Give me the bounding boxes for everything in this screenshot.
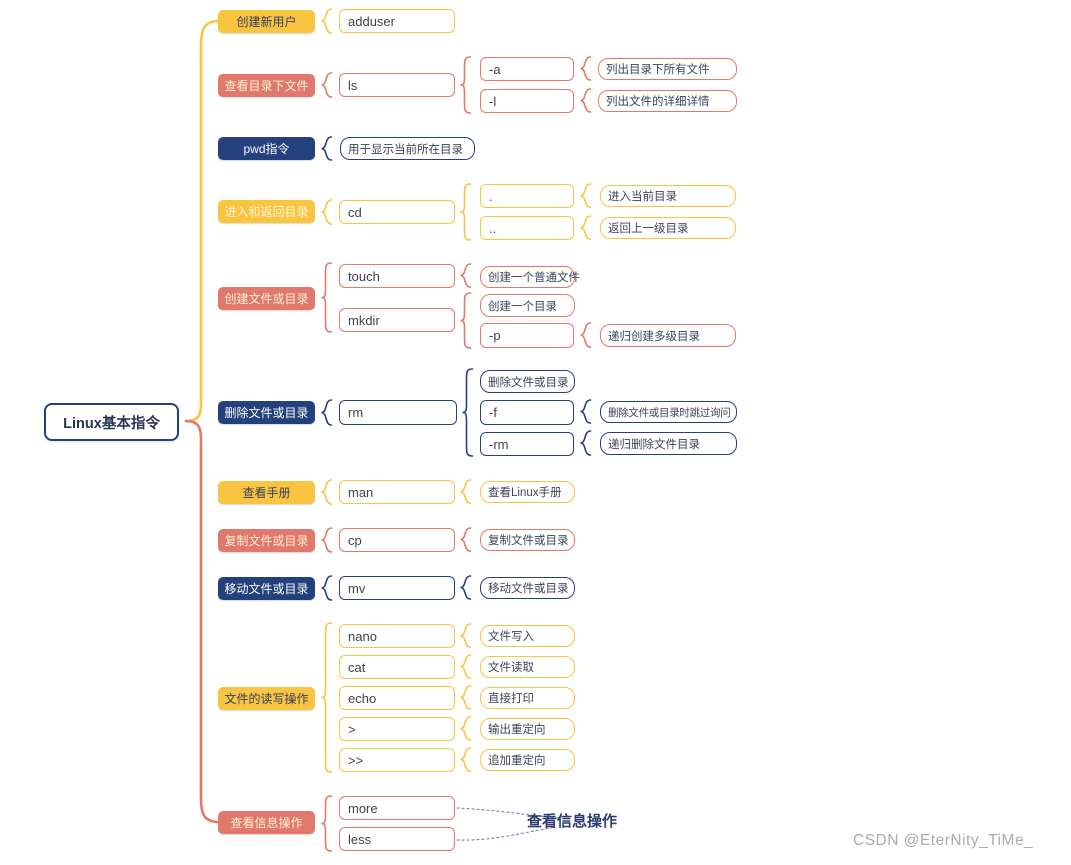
desc-cp[interactable]: 复制文件或目录 (480, 529, 575, 551)
option-cd-dotdot[interactable]: .. (480, 216, 574, 240)
command-less[interactable]: less (339, 827, 455, 851)
desc-cd-dot[interactable]: 进入当前目录 (600, 185, 736, 207)
option-ls-a[interactable]: -a (480, 57, 574, 81)
category-file-read-write[interactable]: 文件的读写操作 (218, 687, 315, 710)
desc-rm[interactable]: 删除文件或目录 (480, 370, 575, 393)
desc-mkdir-p[interactable]: 递归创建多级目录 (600, 324, 736, 347)
desc-cd-dotdot[interactable]: 返回上一级目录 (600, 217, 736, 239)
option-ls-l[interactable]: -l (480, 89, 574, 113)
category-create-file-or-dir[interactable]: 创建文件或目录 (218, 287, 315, 310)
command-man[interactable]: man (339, 480, 455, 504)
desc-nano[interactable]: 文件写入 (480, 625, 575, 647)
command-ls[interactable]: ls (339, 73, 455, 97)
relationship-label-view-info[interactable]: 查看信息操作 (527, 813, 618, 830)
desc-man[interactable]: 查看Linux手册 (480, 481, 575, 503)
desc-pwd[interactable]: 用于显示当前所在目录 (340, 137, 475, 160)
category-enter-return-dir[interactable]: 进入和返回目录 (218, 200, 315, 223)
desc-mv[interactable]: 移动文件或目录 (480, 577, 575, 599)
command-touch[interactable]: touch (339, 264, 455, 288)
csdn-watermark: CSDN @EterNity_TiMe_ (853, 832, 1034, 849)
desc-output-redirect[interactable]: 输出重定向 (480, 718, 575, 740)
desc-rm-rm[interactable]: 递归删除文件目录 (600, 432, 737, 455)
desc-cat[interactable]: 文件读取 (480, 656, 575, 678)
category-view-manual[interactable]: 查看手册 (218, 481, 315, 504)
command-output-redirect[interactable]: > (339, 717, 455, 741)
option-mkdir-p[interactable]: -p (480, 323, 574, 348)
desc-touch[interactable]: 创建一个普通文件 (480, 266, 580, 288)
category-pwd-command[interactable]: pwd指令 (218, 137, 315, 160)
command-append-redirect[interactable]: >> (339, 748, 455, 772)
desc-append-redirect[interactable]: 追加重定向 (480, 749, 575, 771)
desc-echo[interactable]: 直接打印 (480, 687, 575, 709)
category-copy-file-or-dir[interactable]: 复制文件或目录 (218, 529, 315, 552)
desc-mkdir[interactable]: 创建一个目录 (480, 294, 575, 317)
category-create-new-user[interactable]: 创建新用户 (218, 10, 315, 33)
category-view-info[interactable]: 查看信息操作 (218, 811, 315, 834)
command-nano[interactable]: nano (339, 624, 455, 648)
desc-ls-l[interactable]: 列出文件的详细详情 (598, 90, 737, 112)
command-mv[interactable]: mv (339, 576, 455, 600)
command-echo[interactable]: echo (339, 686, 455, 710)
root-topic-linux-basic-commands[interactable]: Linux基本指令 (44, 403, 179, 441)
command-cp[interactable]: cp (339, 528, 455, 552)
desc-ls-a[interactable]: 列出目录下所有文件 (598, 58, 737, 80)
command-rm[interactable]: rm (339, 400, 457, 425)
command-cd[interactable]: cd (339, 200, 455, 224)
command-adduser[interactable]: adduser (339, 9, 455, 33)
command-cat[interactable]: cat (339, 655, 455, 679)
option-rm-f[interactable]: -f (480, 400, 574, 425)
option-cd-dot[interactable]: . (480, 184, 574, 208)
option-rm-rm[interactable]: -rm (480, 432, 574, 456)
command-mkdir[interactable]: mkdir (339, 308, 455, 332)
category-delete-file-or-dir[interactable]: 删除文件或目录 (218, 401, 315, 424)
category-move-file-or-dir[interactable]: 移动文件或目录 (218, 577, 315, 600)
category-list-dir-files[interactable]: 查看目录下文件 (218, 74, 315, 97)
command-more[interactable]: more (339, 796, 455, 820)
desc-rm-f[interactable]: 删除文件或目录时跳过询问 (600, 401, 737, 423)
